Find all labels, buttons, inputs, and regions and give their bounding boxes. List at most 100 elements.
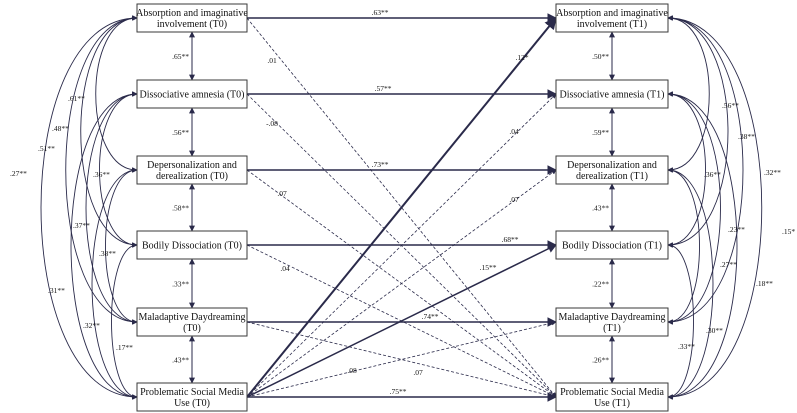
node-mal0: Maladaptive Daydreaming(T0): [136, 307, 248, 337]
stability-label: .57**: [375, 84, 392, 93]
outer-cov-label-t0: .27**: [10, 169, 27, 178]
cross-path-psm-to-abs1: [246, 17, 557, 398]
node-label: Depersonalization and: [567, 160, 657, 171]
node-label: Absorption and imaginative: [136, 8, 248, 19]
node-label: Bodily Dissociation (T1): [562, 241, 662, 252]
outer-cov-label-t0: .51**: [38, 144, 55, 153]
node-label: Absorption and imaginative: [556, 8, 668, 19]
node-label: Use (T0): [174, 398, 210, 409]
outer-covariance-t0: [105, 167, 138, 325]
outer-covariance-t1: [667, 91, 706, 248]
node-label: Depersonalization and: [147, 160, 237, 171]
node-dis0: Dissociative amnesia (T0): [136, 79, 248, 109]
node-bod0: Bodily Dissociation (T0): [136, 230, 248, 260]
node-label: Maladaptive Daydreaming: [139, 312, 246, 323]
outer-cov-label-t0: .17**: [116, 343, 133, 352]
node-box: [555, 155, 669, 185]
stability-label: .74**: [422, 312, 439, 321]
cross-path-bod0-to-psm: [246, 244, 557, 398]
outer-cov-label-t0: .38**: [99, 249, 116, 258]
cross-label: -.08: [266, 119, 278, 128]
adjacent-cov-label: .33**: [172, 280, 189, 289]
node-bod1: Bodily Dissociation (T1): [555, 230, 669, 260]
stability-label: .68**: [502, 235, 519, 244]
node-label: (T1): [603, 323, 621, 334]
outer-covariance-t0: [65, 15, 138, 325]
cross-path-dis0-to-psm: [246, 93, 557, 398]
outer-cov-label-t1: .33**: [678, 342, 695, 351]
cross-label: .07: [413, 368, 423, 377]
node-label: Maladaptive Daydreaming: [559, 312, 666, 323]
outer-covariance-t1: [667, 91, 738, 400]
outer-cov-label-t0: .48**: [52, 124, 69, 133]
node-box: [555, 230, 669, 260]
cross-label: .04: [509, 127, 519, 136]
outer-cov-label-t0: .37**: [73, 221, 90, 230]
cross-label: .04: [280, 264, 290, 273]
node-label: derealization (T1): [576, 171, 648, 182]
cross-label: .08: [347, 366, 357, 375]
outer-cov-label-t1: .18**: [756, 279, 773, 288]
cross-label: .15**: [480, 263, 497, 272]
node-box: [136, 382, 248, 412]
cross-label: .07: [277, 189, 287, 198]
outer-cov-label-t1: .27**: [720, 260, 737, 269]
node-label: Bodily Dissociation (T0): [142, 241, 242, 252]
outer-covariance-t0: [95, 15, 138, 173]
outer-covariance-t0: [80, 15, 138, 248]
outer-cov-label-t1: .36**: [704, 170, 721, 179]
cross-label: .01: [267, 56, 277, 65]
outer-cov-label-t0: .36**: [93, 170, 110, 179]
outer-covariance-t0: [85, 91, 138, 325]
cross-path-dep0-to-psm: [246, 169, 557, 398]
adjacent-cov-label: .56**: [172, 128, 189, 137]
adjacent-cov-label: .26**: [592, 356, 609, 365]
adjacent-cov-label: .43**: [172, 356, 189, 365]
node-box: [136, 3, 248, 33]
outer-covariance-t0: [99, 91, 138, 248]
outer-cov-label-t1: .23**: [728, 225, 745, 234]
node-label: (T0): [183, 323, 201, 334]
node-label: derealization (T0): [156, 171, 228, 182]
node-box: [136, 307, 248, 337]
node-box: [555, 79, 669, 109]
node-box: [555, 307, 669, 337]
cross-path-abs0-to-psm: [246, 17, 557, 398]
node-box: [555, 382, 669, 412]
node-label: Dissociative amnesia (T1): [560, 90, 665, 101]
outer-covariance-t1: [667, 242, 694, 400]
outer-cov-label-t1: .32**: [764, 168, 781, 177]
node-label: involvement (T0): [157, 19, 227, 30]
outer-covariance-t1: [667, 15, 710, 173]
outer-covariance-t1: [667, 91, 721, 325]
stability-label: .75**: [390, 387, 407, 396]
adjacent-cov-label: .22**: [592, 280, 609, 289]
adjacent-cov-label: .58**: [172, 204, 189, 213]
outer-cov-label-t1: .56**: [722, 101, 739, 110]
stability-label: .63**: [372, 8, 389, 17]
node-box: [136, 79, 248, 109]
node-box: [136, 155, 248, 185]
node-dis1: Dissociative amnesia (T1): [555, 79, 669, 109]
outer-cov-label-t1: .38**: [738, 132, 755, 141]
node-box: [136, 230, 248, 260]
outer-covariance-t0: [40, 15, 138, 400]
cross-path-psm-to-mal1: [246, 320, 557, 398]
adjacent-cov-label: .59**: [592, 128, 609, 137]
node-label: involvement (T1): [577, 19, 647, 30]
node-label: Problematic Social Media: [140, 387, 244, 398]
node-label: Use (T1): [594, 398, 630, 409]
cross-label: .07: [509, 195, 519, 204]
cross-label: .12*: [515, 53, 528, 62]
outer-covariance-t0: [70, 91, 138, 400]
node-mal1: Maladaptive Daydreaming(T1): [555, 307, 669, 337]
cross-path-mal0-to-psm: [246, 321, 557, 399]
outer-covariance-t1: [667, 15, 744, 325]
adjacent-cov-label: .65**: [172, 52, 189, 61]
